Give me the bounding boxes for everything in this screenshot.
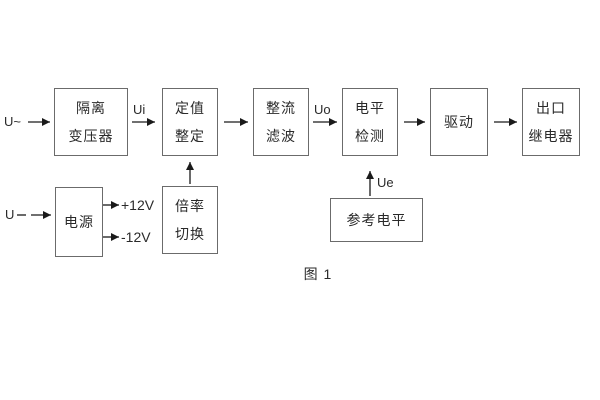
dc-input-label: U — [5, 207, 15, 222]
ac-input-label: U~ — [4, 114, 21, 129]
block-label: 隔离 — [76, 100, 106, 116]
block-drive: 驱动 — [430, 88, 488, 156]
block-level-detection: 电平 检测 — [342, 88, 398, 156]
block-label: 电平 — [355, 100, 385, 116]
block-reference-level: 参考电平 — [330, 198, 423, 242]
minus12v-label: -12V — [121, 229, 151, 245]
block-label: 倍率 — [175, 198, 205, 214]
block-label: 滤波 — [266, 128, 296, 144]
block-label: 切换 — [175, 226, 205, 242]
block-label: 出口 — [536, 100, 566, 116]
block-ratio-switch: 倍率 切换 — [162, 186, 218, 254]
block-label: 整定 — [175, 128, 205, 144]
block-output-relay: 出口 继电器 — [522, 88, 580, 156]
block-value-setting: 定值 整定 — [162, 88, 218, 156]
block-rectify-filter: 整流 滤波 — [253, 88, 309, 156]
plus12v-label: +12V — [121, 197, 155, 213]
ui-signal-label: Ui — [133, 102, 146, 117]
block-label: 整流 — [266, 100, 296, 116]
block-label: 继电器 — [528, 128, 574, 144]
block-label: 检测 — [355, 128, 385, 144]
block-label: 电源 — [64, 214, 94, 230]
block-label: 变压器 — [68, 128, 114, 144]
block-power-supply: 电源 — [55, 187, 103, 257]
block-isolation-transformer: 隔离 变压器 — [54, 88, 128, 156]
ue-signal-label: Ue — [377, 175, 394, 190]
block-label: 参考电平 — [346, 212, 407, 228]
block-label: 定值 — [175, 100, 205, 116]
figure-caption: 图 1 — [303, 266, 333, 282]
uo-signal-label: Uo — [314, 102, 331, 117]
block-label: 驱动 — [444, 114, 474, 130]
